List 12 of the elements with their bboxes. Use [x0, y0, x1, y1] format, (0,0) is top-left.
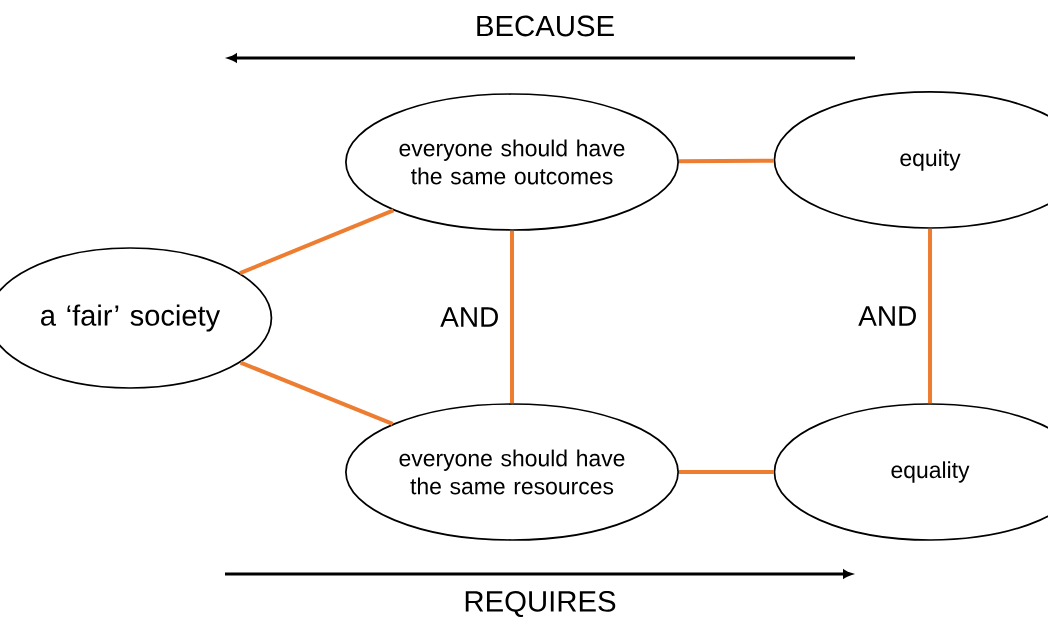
connector-line	[510, 230, 514, 404]
connector-line	[678, 158, 774, 164]
connector-line	[928, 228, 932, 404]
edge-label: AND	[440, 307, 498, 327]
arrow-caption: BECAUSE	[477, 15, 614, 37]
connector-line	[239, 360, 394, 426]
arrow-caption: REQUIRES	[465, 591, 616, 617]
connector-line	[239, 208, 395, 275]
ellipse-node: everyone should have the same outcomes	[345, 93, 679, 231]
edge-label: AND	[858, 306, 916, 326]
ellipse-node: everyone should have the same resources	[345, 403, 679, 541]
connector-line	[679, 470, 774, 474]
